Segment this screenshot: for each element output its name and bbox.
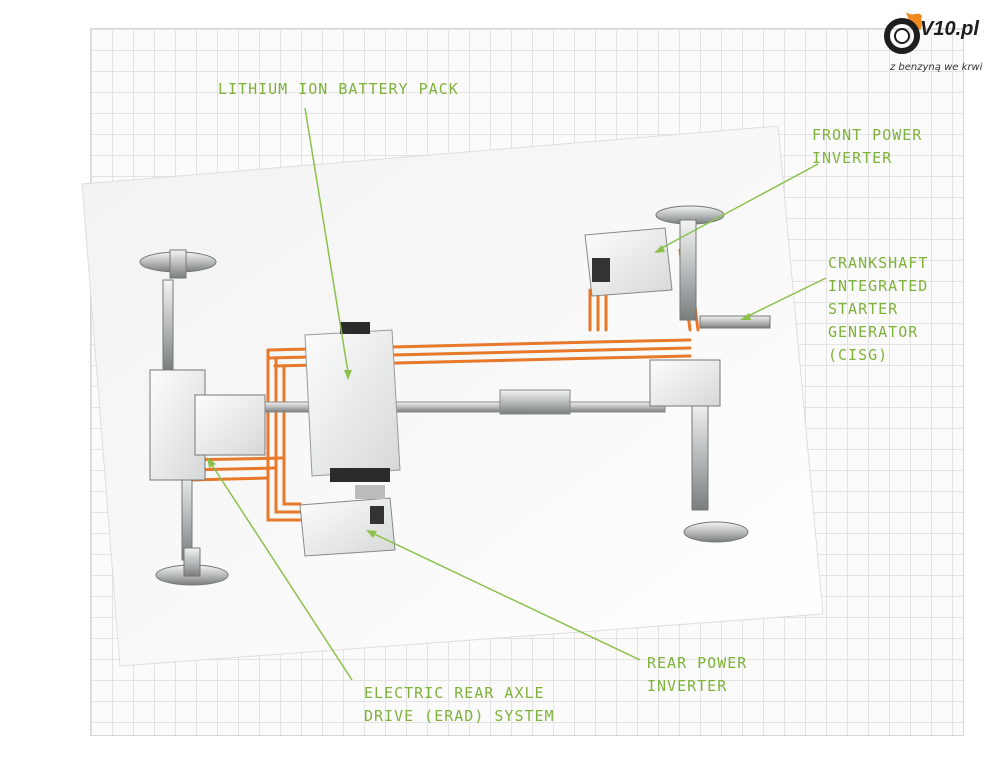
label-cisg-line2: INTEGRATED xyxy=(828,277,929,295)
logo-tagline: z benzyną we krwi xyxy=(890,62,983,73)
label-battery-pack: LITHIUM ION BATTERY PACK xyxy=(218,80,459,98)
label-front-inverter: FRONT POWER INVERTER xyxy=(812,124,922,170)
tire-flame-icon xyxy=(884,12,922,54)
label-cisg-line5: (CISG) xyxy=(828,346,889,364)
rear-inverter xyxy=(299,485,396,557)
battery-pack xyxy=(304,322,401,482)
label-front-inverter-line1: FRONT POWER xyxy=(812,126,923,144)
logo-text: V10.pl xyxy=(920,18,979,40)
label-cisg-line1: CRANKSHAFT xyxy=(828,254,929,272)
label-cisg-line4: GENERATOR xyxy=(828,323,919,341)
label-rear-inverter-line2: INVERTER xyxy=(647,677,728,695)
label-erad-line2: DRIVE (ERAD) SYSTEM xyxy=(364,707,555,725)
label-front-inverter-line2: INVERTER xyxy=(812,149,893,167)
label-erad-line1: ELECTRIC REAR AXLE xyxy=(364,684,545,702)
leader-lines xyxy=(207,107,827,681)
label-erad: ELECTRIC REAR AXLE DRIVE (ERAD) SYSTEM xyxy=(364,682,555,728)
label-cisg-line3: STARTER xyxy=(828,300,899,318)
front-inverter xyxy=(584,227,673,297)
v10-logo: V10.pl z benzyną we krwi xyxy=(884,4,984,84)
label-rear-inverter: REAR POWER INVERTER xyxy=(647,652,747,698)
drive-shaft xyxy=(264,389,666,415)
label-rear-inverter-line1: REAR POWER xyxy=(647,654,748,672)
front-axle xyxy=(649,205,771,543)
label-cisg: CRANKSHAFT INTEGRATED STARTER GENERATOR … xyxy=(828,252,928,367)
rear-axle xyxy=(139,249,266,586)
